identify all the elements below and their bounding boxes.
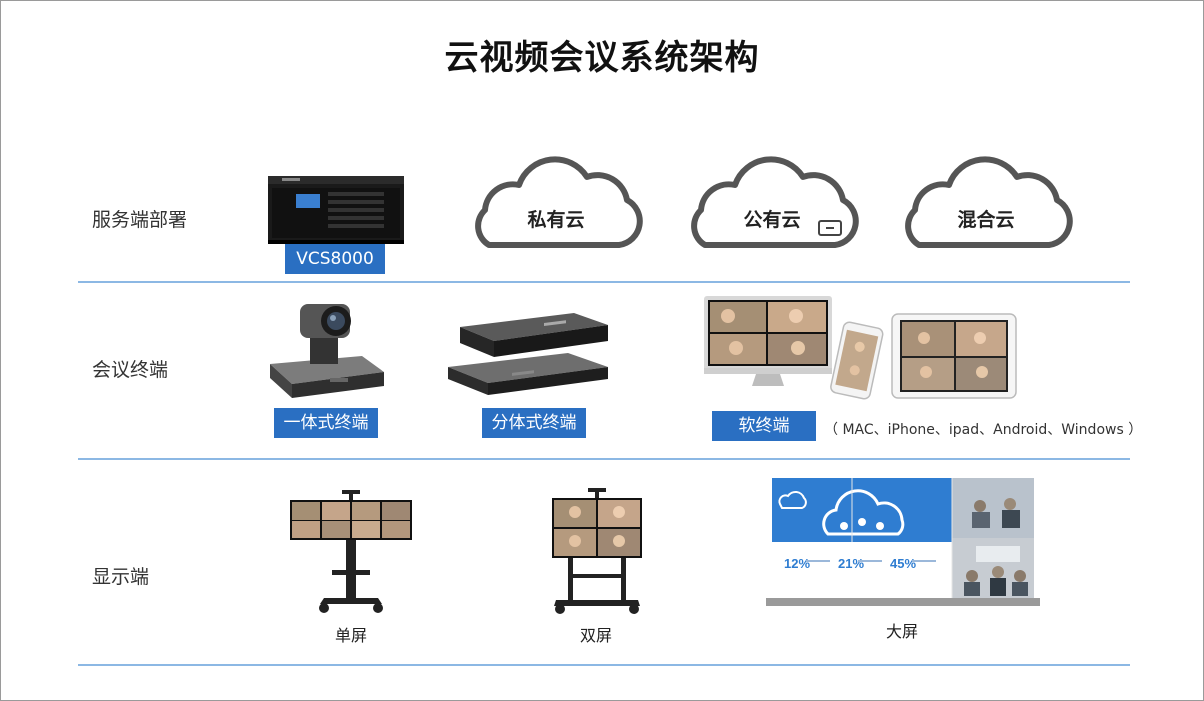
hybrid-cloud-icon bbox=[897, 155, 1075, 251]
all-in-one-terminal-image bbox=[266, 298, 386, 408]
row-label-display: 显示端 bbox=[92, 562, 149, 589]
public-cloud-label: 公有云 bbox=[683, 205, 861, 232]
soft-terminal-tag: 软终端 bbox=[712, 411, 816, 441]
dual-screen-caption: 双屏 bbox=[556, 622, 636, 646]
vcs8000-server-image bbox=[268, 176, 404, 244]
private-cloud-icon bbox=[467, 155, 645, 251]
page-title: 云视频会议系统架构 bbox=[0, 30, 1204, 79]
row-separator-3 bbox=[78, 664, 1130, 666]
large-screen-stat-3: 45% bbox=[890, 556, 916, 571]
split-terminal-image bbox=[446, 305, 612, 397]
large-screen-wall-image: 12% 21% 45% bbox=[766, 476, 1040, 606]
row-label-terminal: 会议终端 bbox=[92, 355, 168, 382]
hybrid-cloud-label: 混合云 bbox=[897, 205, 1075, 232]
dual-screen-image bbox=[552, 488, 642, 616]
split-terminal-tag: 分体式终端 bbox=[482, 408, 586, 438]
all-in-one-terminal-tag: 一体式终端 bbox=[274, 408, 378, 438]
public-cloud-icon bbox=[683, 155, 861, 251]
single-screen-caption: 单屏 bbox=[311, 622, 391, 646]
soft-terminal-platforms: （ MAC、iPhone、ipad、Android、Windows ） bbox=[824, 419, 1142, 439]
row-label-server: 服务端部署 bbox=[92, 205, 187, 232]
vcs8000-tag: VCS8000 bbox=[285, 244, 385, 274]
large-screen-caption: 大屏 bbox=[862, 618, 942, 642]
large-screen-stat-1: 12% bbox=[784, 556, 810, 571]
private-cloud-label: 私有云 bbox=[467, 205, 645, 232]
single-screen-image bbox=[290, 490, 412, 616]
soft-terminal-devices-image bbox=[704, 294, 1016, 406]
row-separator-2 bbox=[78, 458, 1130, 460]
large-screen-stat-2: 21% bbox=[838, 556, 864, 571]
row-separator-1 bbox=[78, 281, 1130, 283]
